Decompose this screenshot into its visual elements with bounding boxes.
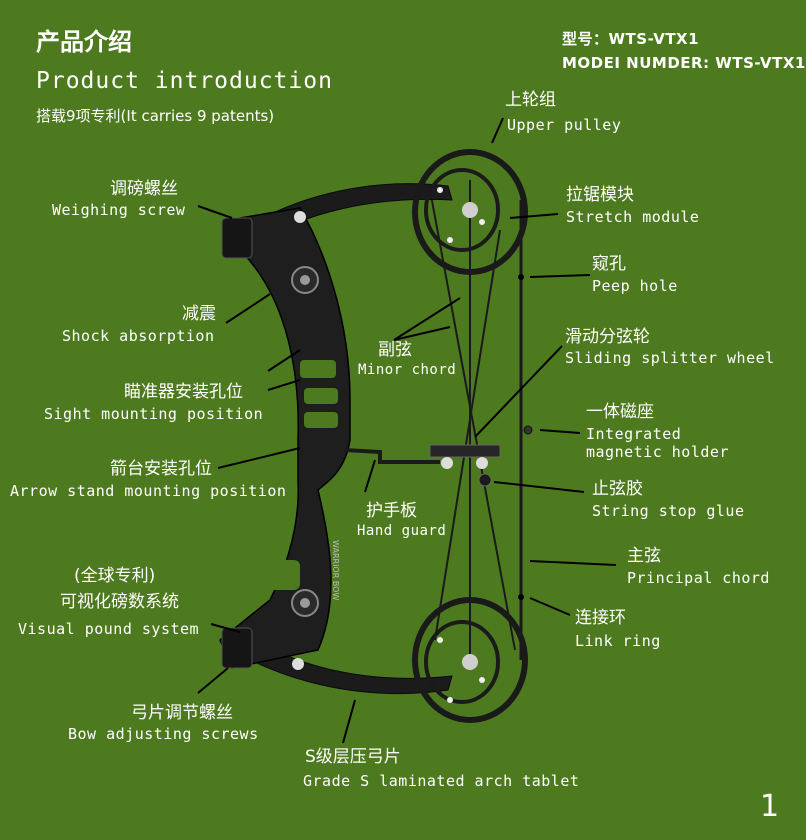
- lower-cam: [412, 597, 528, 723]
- label-bow-adjusting-cn: 弓片调节螺丝: [131, 703, 233, 723]
- magnetic-holder-marker: [523, 425, 533, 435]
- label-hand-guard-cn: 护手板: [366, 501, 417, 521]
- label-magnetic-holder-cn: 一体磁座: [586, 402, 654, 422]
- label-link-ring-cn: 连接环: [575, 608, 626, 628]
- label-arrow-stand-en: Arrow stand mounting position: [10, 482, 287, 500]
- label-minor-chord-cn: 副弦: [378, 340, 412, 360]
- patents-text: 搭载9项专利(It carries 9 patents): [36, 107, 275, 125]
- page-title-cn: 产品介绍: [36, 28, 132, 56]
- label-visual-pound-patent: (全球专利): [74, 566, 156, 586]
- label-hand-guard-en: Hand guard: [357, 523, 447, 539]
- label-minor-chord-en: Minor chord: [358, 362, 457, 378]
- label-stretch-module-en: Stretch module: [566, 208, 700, 226]
- label-shock-absorption-cn: 减震: [182, 304, 216, 324]
- label-upper-pulley-en: Upper pulley: [507, 116, 622, 134]
- splitter-wheel: [441, 457, 453, 469]
- label-sliding-splitter-cn: 滑动分弦轮: [565, 327, 650, 347]
- lower-cam-inner: [424, 620, 500, 704]
- label-magnetic-holder-en2: magnetic holder: [586, 443, 729, 461]
- riser-cutout: [270, 560, 300, 590]
- lower-axle: [462, 654, 478, 670]
- leader-lines: [197, 117, 617, 744]
- riser-cutout: [304, 388, 338, 404]
- label-peep-hole-cn: 窥孔: [592, 254, 626, 274]
- label-laminated-tablet-cn: S级层压弓片: [305, 747, 401, 767]
- label-principal-chord-en: Principal chord: [627, 569, 770, 587]
- link-ring-marker: [518, 594, 524, 600]
- page-title-en: Product introduction: [36, 68, 333, 94]
- pocket-bolt: [292, 658, 304, 670]
- label-sliding-splitter-en: Sliding splitter wheel: [565, 349, 775, 367]
- splitter-slide: [429, 444, 501, 458]
- cam-screw: [479, 677, 485, 683]
- label-peep-hole-en: Peep hole: [592, 277, 678, 295]
- upper-cam: [412, 149, 528, 275]
- shock-absorber-core: [300, 275, 310, 285]
- label-weighing-screw-cn: 调磅螺丝: [110, 179, 178, 199]
- label-sight-mounting-cn: 瞄准器安装孔位: [124, 382, 243, 402]
- cam-screw: [447, 237, 453, 243]
- upper-cam-inner: [424, 168, 500, 252]
- model-number-cn: 型号：WTS-VTX1: [562, 30, 700, 48]
- riser: [219, 207, 351, 669]
- label-sight-mounting-en: Sight mounting position: [44, 405, 264, 423]
- label-string-stop-en: String stop glue: [592, 502, 745, 520]
- model-number-en: MODEI NUMDER: WTS-VTX1: [562, 54, 806, 72]
- label-string-stop-cn: 止弦胶: [592, 479, 643, 499]
- peep-hole-marker: [518, 274, 524, 280]
- riser-brand-text: WARRIOR BOW: [331, 540, 340, 600]
- shock-absorber-core: [300, 598, 310, 608]
- cam-screw: [437, 187, 443, 193]
- cam-screw: [479, 219, 485, 225]
- label-link-ring-en: Link ring: [575, 632, 661, 650]
- label-bow-adjusting-en: Bow adjusting screws: [68, 725, 259, 743]
- label-visual-pound-cn: 可视化磅数系统: [60, 592, 179, 612]
- label-arrow-stand-cn: 箭台安装孔位: [110, 459, 212, 479]
- splitter-wheel: [476, 457, 488, 469]
- pocket-bolt: [294, 211, 306, 223]
- label-upper-pulley-cn: 上轮组: [505, 90, 556, 110]
- upper-axle: [462, 202, 478, 218]
- label-principal-chord-cn: 主弦: [627, 546, 661, 566]
- label-laminated-tablet-en: Grade S laminated arch tablet: [303, 772, 580, 790]
- cable-line: [434, 229, 501, 641]
- cable-guard-rod: [344, 448, 440, 464]
- cam-screw: [447, 697, 453, 703]
- label-shock-absorption-en: Shock absorption: [62, 327, 215, 345]
- label-stretch-module-cn: 拉锯模块: [566, 185, 634, 205]
- label-weighing-screw-en: Weighing screw: [52, 201, 186, 219]
- lower-limb-pocket: [221, 627, 253, 669]
- label-magnetic-holder-en1: Integrated: [586, 425, 682, 443]
- riser-cutout: [300, 360, 336, 378]
- riser-cutout: [304, 412, 338, 428]
- string-stop: [478, 473, 492, 487]
- upper-limb-pocket: [221, 217, 253, 259]
- label-visual-pound-en: Visual pound system: [18, 620, 200, 638]
- page-number: 1: [760, 789, 780, 824]
- cam-screw: [437, 637, 443, 643]
